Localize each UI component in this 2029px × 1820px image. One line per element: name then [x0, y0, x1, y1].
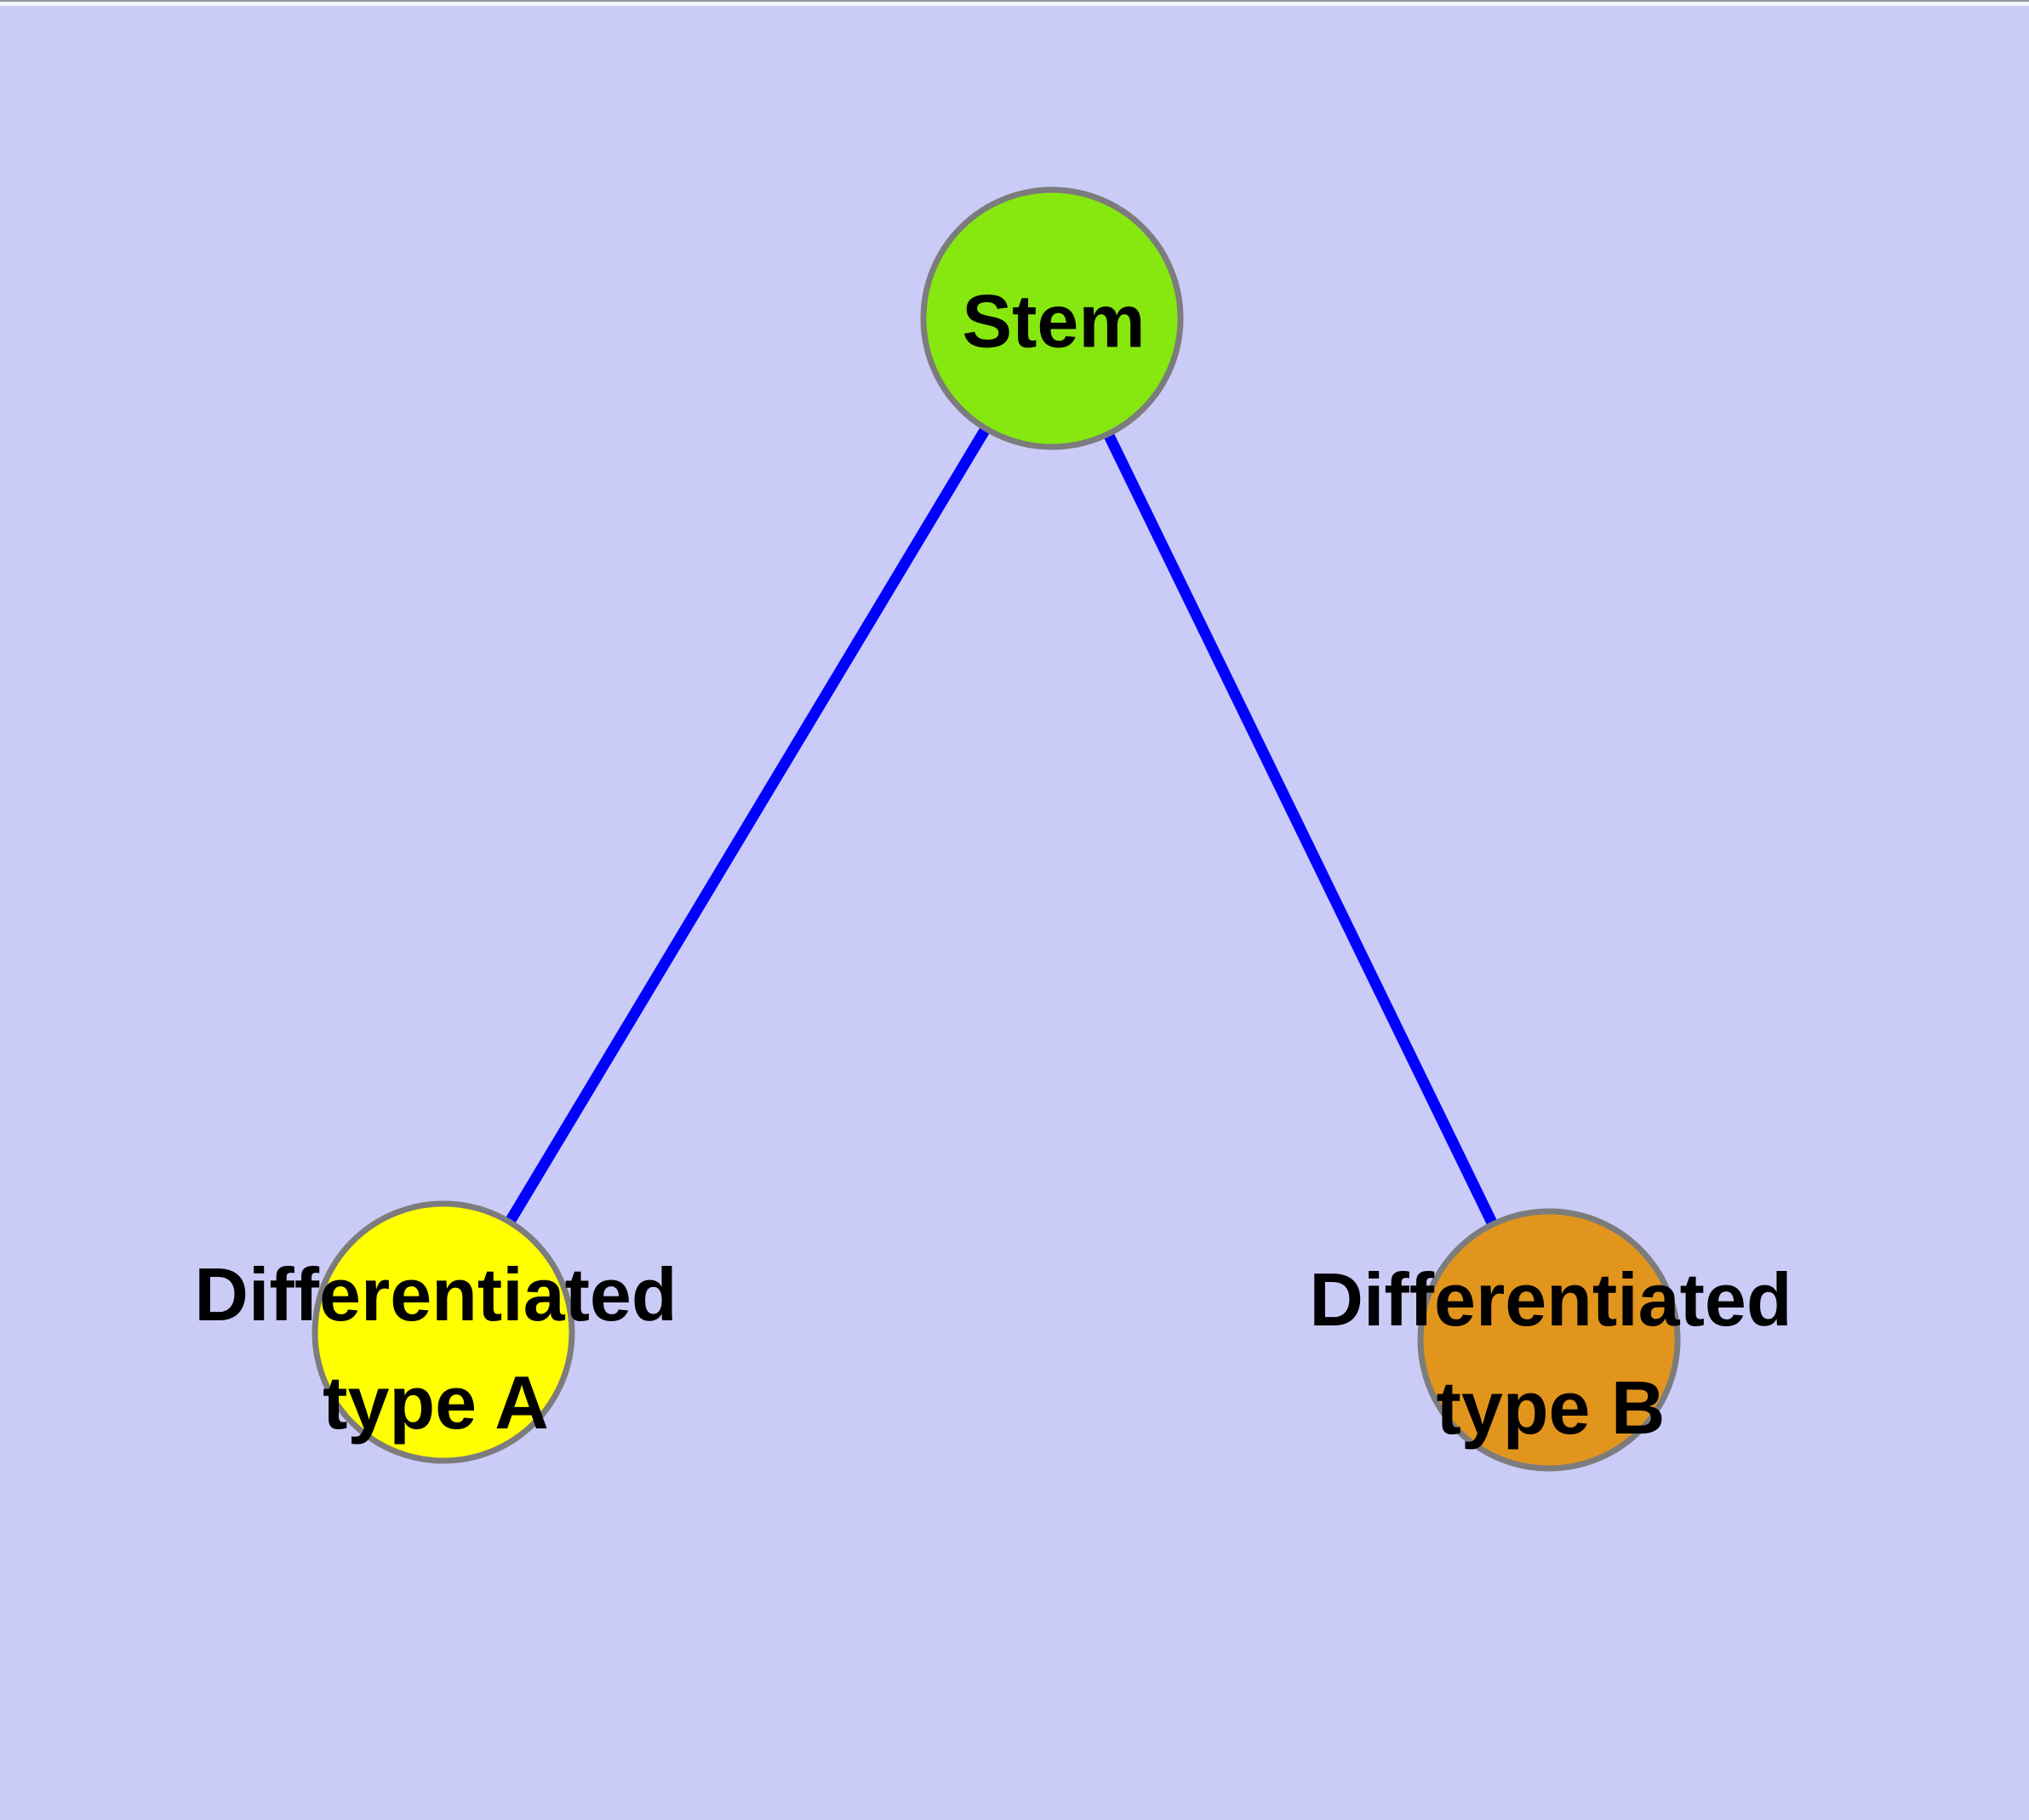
type-a-label-line-2: type A: [323, 1360, 549, 1445]
window-top-border: [0, 0, 2029, 2]
node-stem: [920, 186, 1184, 450]
node-label-stem: Stem: [962, 267, 1145, 375]
type-b-label-line-1: Differentiated: [1309, 1257, 1792, 1342]
type-a-label-line-1: Differentiated: [194, 1252, 677, 1336]
node-differentiated-type-a: [311, 1200, 575, 1464]
node-differentiated-type-b: [1417, 1208, 1681, 1472]
node-label-differentiated-type-b: Differentiated type B: [1309, 1245, 1792, 1462]
stem-label-text: Stem: [962, 278, 1146, 363]
window-top-highlight: [0, 2, 2029, 6]
node-label-differentiated-type-a: Differentiated type A: [194, 1240, 677, 1457]
edge-stem-to-type-b: [1047, 316, 1554, 1342]
type-b-label-line-2: type B: [1436, 1365, 1666, 1450]
edge-stem-to-type-a: [438, 315, 1057, 1336]
